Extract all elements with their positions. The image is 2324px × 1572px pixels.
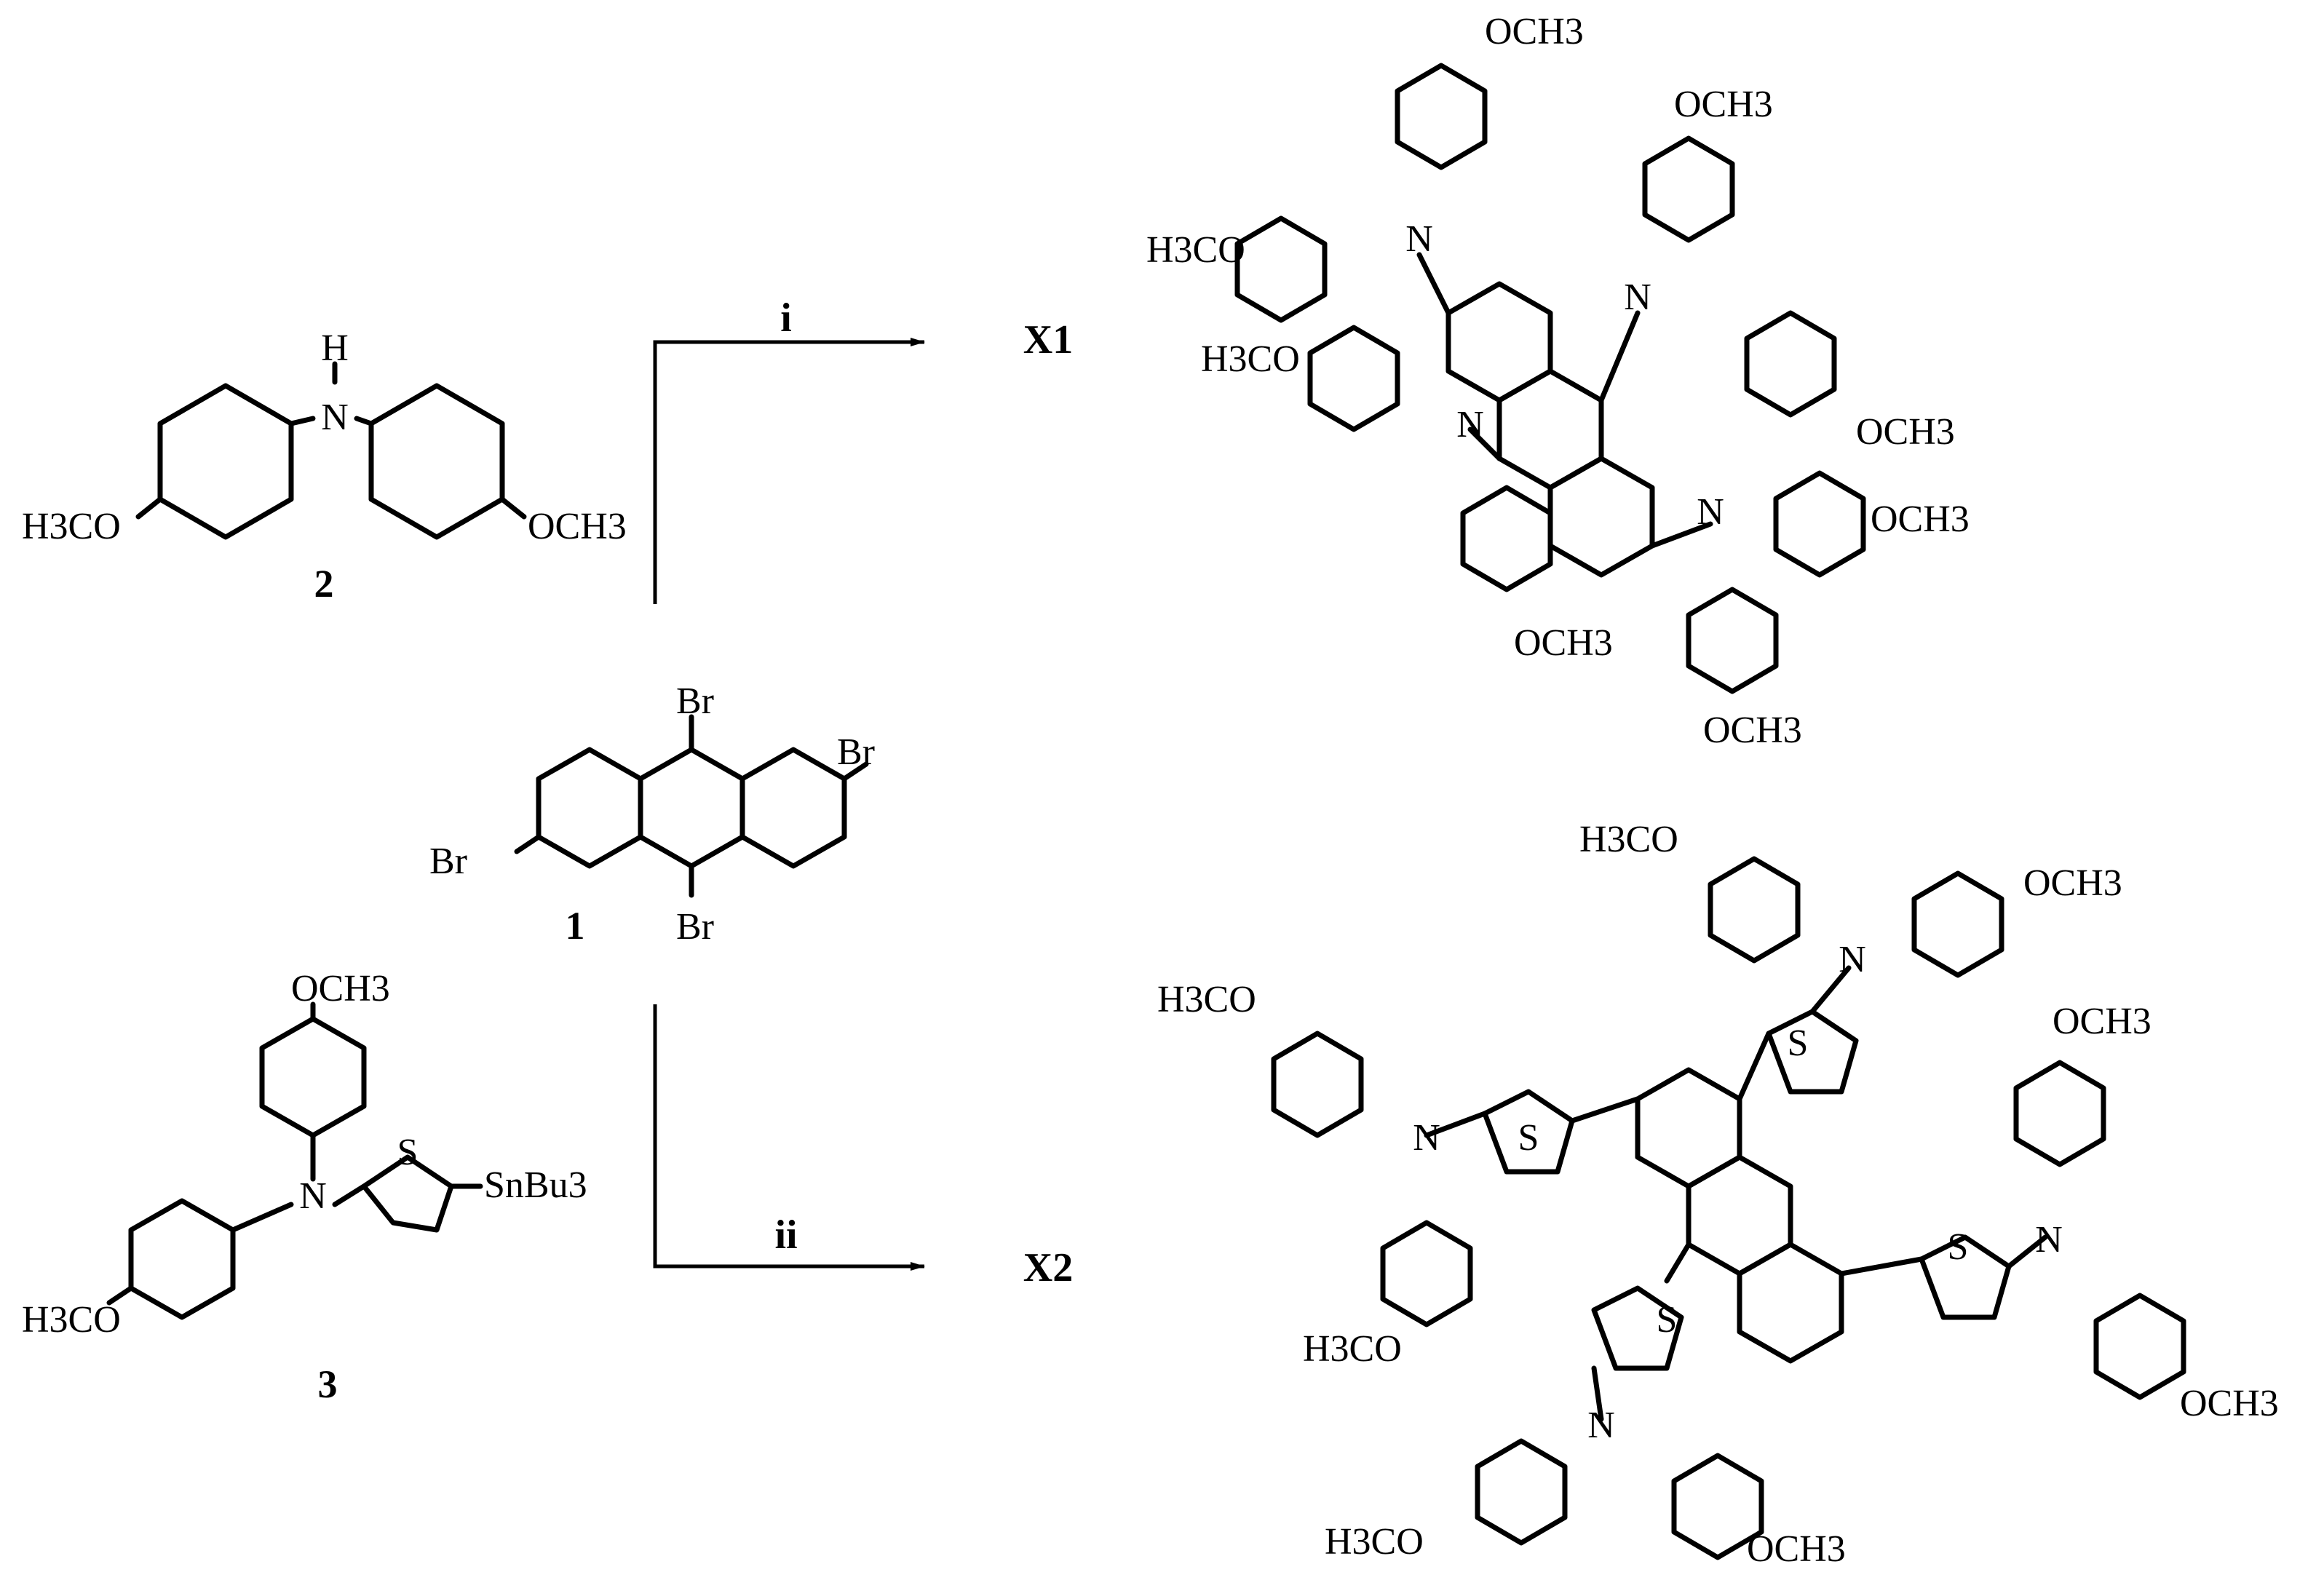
reagent-3-sulfur: S xyxy=(397,1132,419,1173)
x2-sulfur-4: S xyxy=(1948,1226,1969,1268)
x2-methoxy-4: OCH3 xyxy=(2053,1001,2152,1042)
reagent-2-structure xyxy=(135,361,527,540)
reagent-1-bromo-right: Br xyxy=(837,731,875,773)
reagent-1-bromo-left: Br xyxy=(429,841,467,882)
reagent-1-number: 1 xyxy=(566,904,585,948)
reagent-1-bromo-top: Br xyxy=(676,680,714,722)
x2-methoxy-3: H3CO xyxy=(1157,979,1256,1020)
product-x2-structure xyxy=(1271,856,2186,1560)
x2-nitrogen-3: N xyxy=(1587,1405,1615,1446)
x1-methoxy-5: OCH3 xyxy=(1856,411,1955,453)
reagent-2-nitrogen: N xyxy=(321,397,349,438)
x1-methoxy-8: OCH3 xyxy=(1703,710,1802,751)
x1-nitrogen-4: N xyxy=(1697,491,1724,533)
reagent-2-number: 2 xyxy=(314,562,334,606)
reagent-2-left-methoxy: H3CO xyxy=(22,506,121,547)
x2-methoxy-6: OCH3 xyxy=(2180,1383,2279,1424)
x1-methoxy-1: OCH3 xyxy=(1485,11,1584,52)
reagent-3-left-methoxy: H3CO xyxy=(22,1299,121,1341)
step-i-condition: i xyxy=(780,295,792,341)
product-x1-structure xyxy=(1234,63,1866,694)
x2-nitrogen-1: N xyxy=(1413,1117,1440,1159)
x1-nitrogen-3: N xyxy=(1456,404,1484,445)
reagent-3-stannyl: SnBu3 xyxy=(484,1164,587,1206)
reagent-2-right-methoxy: OCH3 xyxy=(528,506,627,547)
x2-sulfur-1: S xyxy=(1518,1117,1539,1159)
step-ii-condition: ii xyxy=(774,1212,797,1258)
x2-methoxy-5: H3CO xyxy=(1303,1328,1402,1370)
product-x1-label: X1 xyxy=(1023,317,1073,362)
x2-methoxy-8: OCH3 xyxy=(1747,1528,1846,1570)
reagent-2-hydrogen: H xyxy=(321,328,349,369)
reagent-3-number: 3 xyxy=(318,1362,338,1406)
reagent-3-nitrogen: N xyxy=(299,1175,327,1217)
x1-methoxy-4: H3CO xyxy=(1201,338,1300,380)
x2-nitrogen-4: N xyxy=(2035,1219,2063,1261)
x1-methoxy-2: OCH3 xyxy=(1674,84,1773,125)
x2-methoxy-7: H3CO xyxy=(1325,1521,1424,1563)
x2-nitrogen-2: N xyxy=(1839,939,1866,980)
reagent-1-structure xyxy=(514,714,869,898)
x2-methoxy-1: H3CO xyxy=(1579,819,1678,860)
x2-sulfur-2: S xyxy=(1788,1023,1809,1064)
product-x2-label: X2 xyxy=(1023,1245,1073,1290)
x2-methoxy-2: OCH3 xyxy=(2023,862,2122,904)
x1-nitrogen-1: N xyxy=(1405,218,1433,260)
reagent-3-structure xyxy=(106,1001,483,1320)
x1-methoxy-6: OCH3 xyxy=(1871,499,1970,540)
arrow-step-ii xyxy=(653,1004,925,1271)
arrow-step-i xyxy=(653,338,925,604)
reagent-1-bromo-bottom: Br xyxy=(676,906,714,948)
reagent-3-top-methoxy: OCH3 xyxy=(291,968,390,1009)
x1-methoxy-7: OCH3 xyxy=(1514,622,1613,664)
x1-nitrogen-2: N xyxy=(1624,277,1651,318)
x2-sulfur-3: S xyxy=(1657,1299,1678,1341)
x1-methoxy-3: H3CO xyxy=(1146,229,1245,271)
